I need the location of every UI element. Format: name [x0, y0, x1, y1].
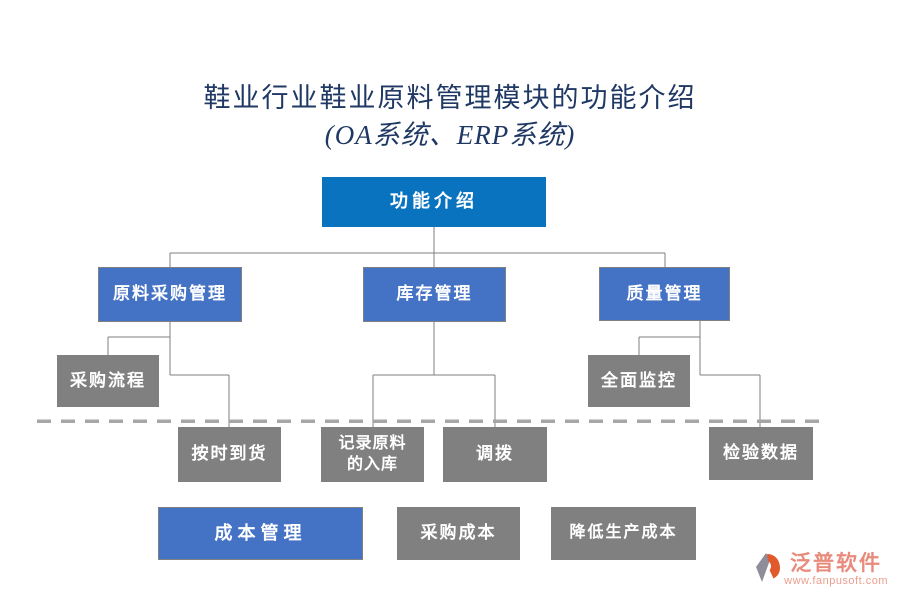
node-label: 全面监控 [601, 370, 677, 390]
node-label: 原料采购管理 [113, 284, 227, 304]
node-quality-mgmt: 质量管理 [599, 267, 730, 321]
node-raw-material-purchase-mgmt: 原料采购管理 [98, 267, 242, 322]
node-purchase-cost: 采购成本 [397, 507, 520, 560]
node-label: 记录原料 的入库 [338, 434, 407, 473]
node-label: 库存管理 [396, 284, 473, 304]
node-inventory-mgmt: 库存管理 [363, 267, 506, 322]
node-label: 调拨 [476, 444, 514, 464]
node-function-intro: 功能介绍 [322, 177, 546, 227]
node-on-time-delivery: 按时到货 [178, 427, 281, 482]
watermark-url: www.fanpusoft.com [784, 575, 888, 587]
node-full-monitoring: 全面监控 [588, 355, 690, 407]
node-reduce-production-cost: 降低生产成本 [551, 507, 696, 560]
node-inspection-data: 检验数据 [709, 427, 813, 480]
node-record-material-inbound: 记录原料 的入库 [321, 427, 424, 482]
node-label: 功能介绍 [390, 191, 478, 212]
node-label: 按时到货 [191, 444, 268, 464]
node-purchase-process: 采购流程 [57, 355, 159, 407]
node-label: 降低生产成本 [569, 524, 678, 542]
node-label: 成本管理 [214, 522, 307, 543]
page-title-line1: 鞋业行业鞋业原料管理模块的功能介绍 [203, 83, 697, 113]
watermark: 泛普软件 www.fanpusoft.com [753, 551, 888, 588]
node-label: 采购成本 [420, 523, 497, 543]
node-label: 采购流程 [70, 370, 146, 390]
node-label: 检验数据 [723, 443, 799, 463]
fanpu-logo-icon [756, 553, 781, 582]
node-label: 质量管理 [626, 283, 703, 303]
node-transfer: 调拨 [443, 427, 547, 482]
watermark-text: 泛普软件 www.fanpusoft.com [784, 551, 888, 588]
page-title-line2: (OA系统、ERP系统) [324, 120, 576, 150]
node-cost-mgmt: 成本管理 [158, 507, 363, 560]
page-title: 鞋业行业鞋业原料管理模块的功能介绍 (OA系统、ERP系统) [0, 80, 900, 154]
watermark-brand: 泛普软件 [790, 551, 883, 575]
